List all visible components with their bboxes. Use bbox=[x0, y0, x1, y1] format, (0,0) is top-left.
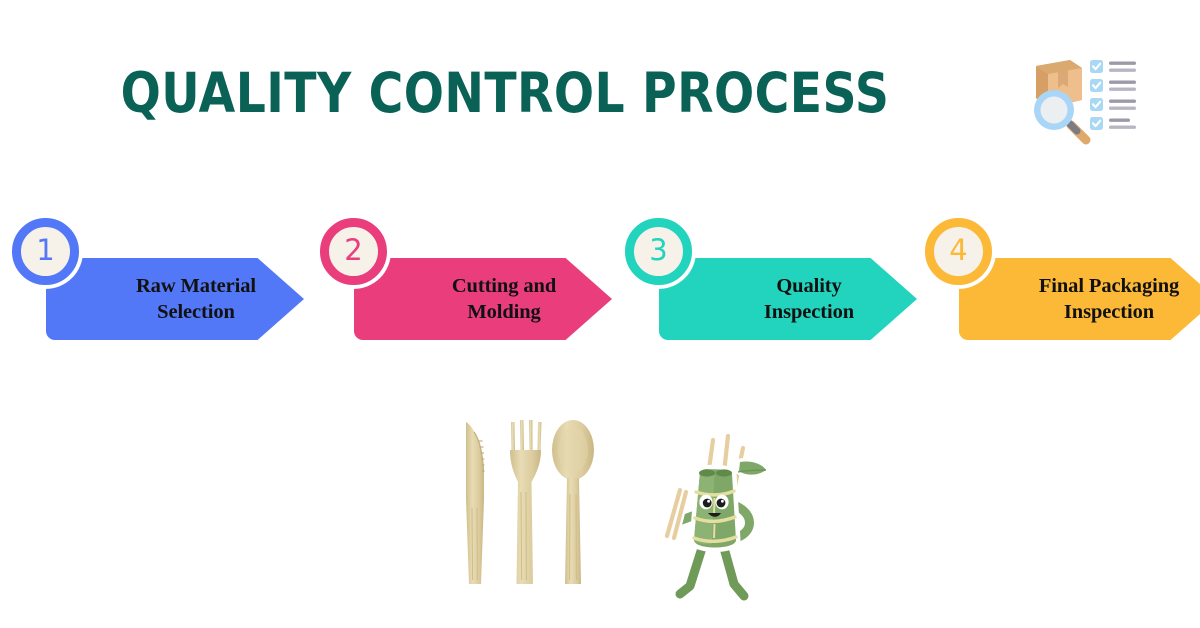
magnifying-glass-icon bbox=[1034, 90, 1091, 145]
mascot-leaf-icon bbox=[735, 458, 770, 479]
mascot-legs-icon bbox=[672, 540, 752, 604]
bamboo-spoon-icon bbox=[552, 420, 594, 584]
step-arrow-4: Final Packaging Inspection bbox=[959, 258, 1200, 340]
step-badge-4: 4 bbox=[925, 218, 992, 285]
process-step-3[interactable]: Quality Inspection 3 bbox=[617, 214, 917, 354]
step-label-1: Raw Material Selection bbox=[135, 274, 257, 323]
bamboo-cutlery-illustration bbox=[452, 408, 612, 598]
step-number-1: 1 bbox=[36, 233, 55, 267]
process-step-1[interactable]: Raw Material Selection 1 bbox=[4, 214, 304, 354]
step-label-2: Cutting and Molding bbox=[451, 274, 557, 323]
bamboo-fork-icon bbox=[510, 420, 542, 584]
bamboo-knife-icon bbox=[466, 422, 485, 584]
step-badge-2: 2 bbox=[320, 218, 387, 285]
checklist-icon bbox=[1090, 60, 1136, 130]
step-number-3: 3 bbox=[649, 233, 668, 267]
process-steps-row: Raw Material Selection 1 Cutting and Mol… bbox=[0, 214, 1200, 354]
process-step-2[interactable]: Cutting and Molding 2 bbox=[312, 214, 612, 354]
bamboo-mascot-illustration bbox=[654, 428, 776, 606]
step-number-4: 4 bbox=[949, 233, 968, 267]
mascot-face-icon bbox=[699, 494, 729, 517]
mascot-body-icon bbox=[689, 464, 741, 552]
step-arrow-3: Quality Inspection bbox=[659, 258, 917, 340]
step-badge-1: 1 bbox=[12, 218, 79, 285]
step-label-3: Quality Inspection bbox=[763, 274, 855, 323]
mascot-held-chopsticks-icon bbox=[662, 485, 691, 543]
step-label-4: Final Packaging Inspection bbox=[1038, 274, 1180, 323]
step-arrow-2: Cutting and Molding bbox=[354, 258, 612, 340]
page-title: QUALITY CONTROL PROCESS bbox=[120, 61, 890, 125]
package-inspection-icon bbox=[1024, 52, 1144, 152]
process-step-4[interactable]: Final Packaging Inspection 4 bbox=[917, 214, 1200, 354]
step-arrow-1: Raw Material Selection bbox=[46, 258, 304, 340]
step-badge-3: 3 bbox=[625, 218, 692, 285]
step-number-2: 2 bbox=[344, 233, 363, 267]
